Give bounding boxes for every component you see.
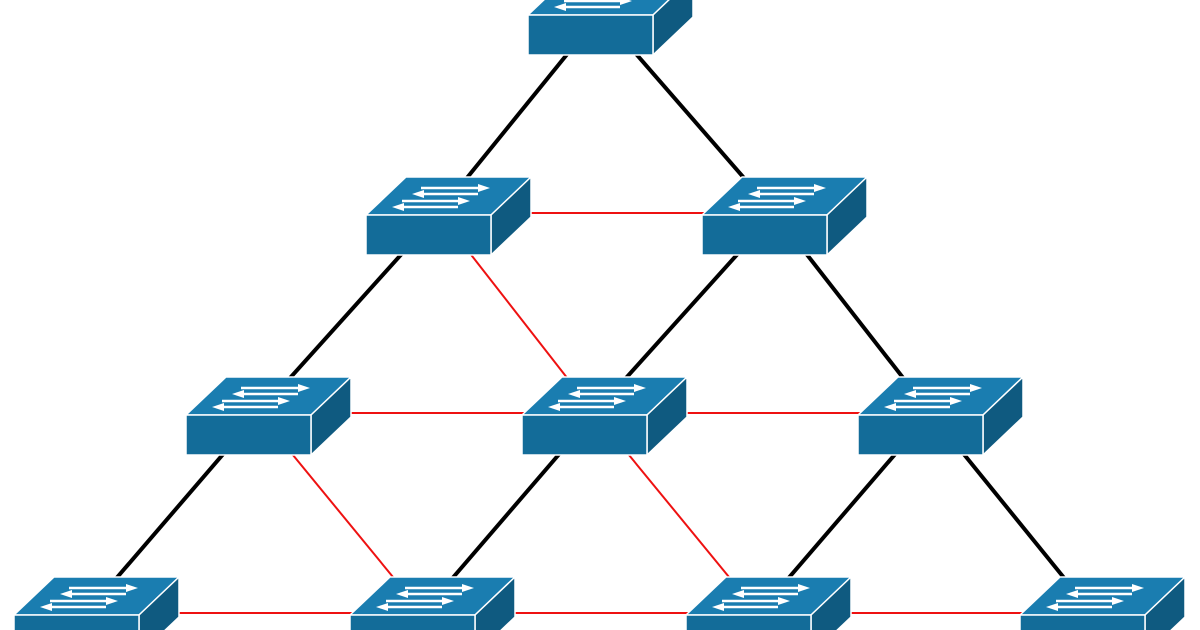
switches-layer	[13, 0, 1186, 630]
layer2-switch-icon	[685, 576, 852, 630]
switch-3-2	[521, 376, 688, 456]
layer2-switch-icon	[701, 176, 868, 256]
links-layer	[84, 11, 1095, 615]
layer2-switch-icon	[857, 376, 1024, 456]
layer2-switch-icon	[185, 376, 352, 456]
switch-4-4	[1019, 576, 1186, 630]
switch-4-1	[13, 576, 180, 630]
switch-4-3	[685, 576, 852, 630]
switch-4-2	[349, 576, 516, 630]
switch-2-2	[701, 176, 868, 256]
layer2-switch-icon	[521, 376, 688, 456]
layer2-switch-icon	[1019, 576, 1186, 630]
switch-1-1	[527, 0, 694, 56]
layer2-switch-icon	[349, 576, 516, 630]
layer2-switch-icon	[527, 0, 694, 56]
layer2-switch-icon	[13, 576, 180, 630]
switch-3-3	[857, 376, 1024, 456]
switch-3-1	[185, 376, 352, 456]
switch-2-1	[365, 176, 532, 256]
layer2-switch-icon	[365, 176, 532, 256]
